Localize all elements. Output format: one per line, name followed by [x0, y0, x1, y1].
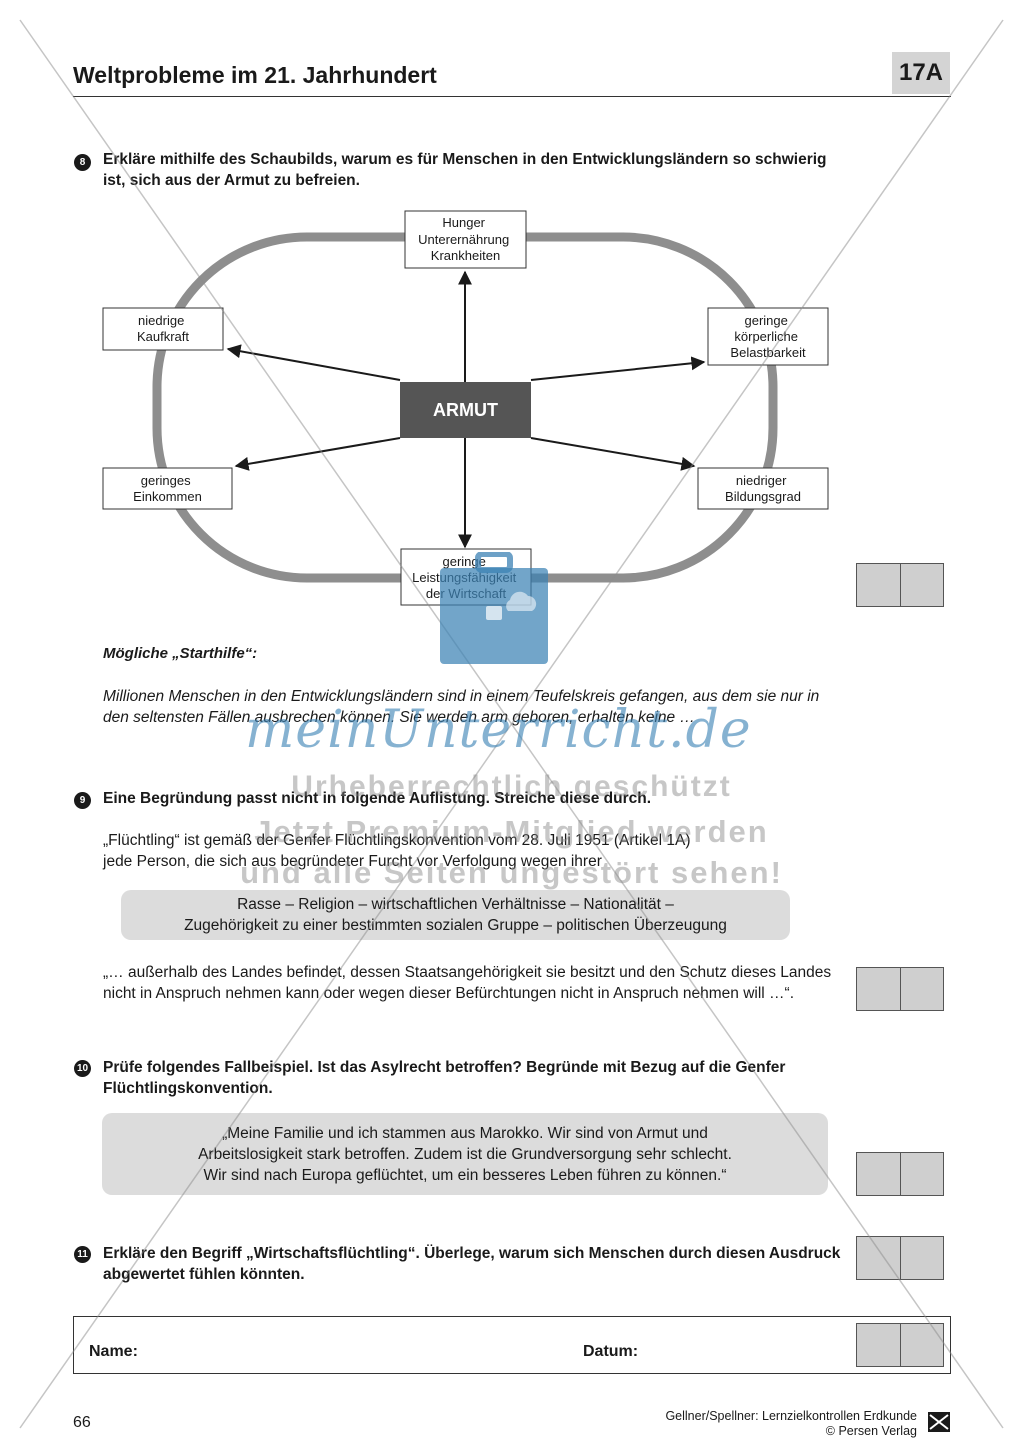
task-11-number: 11 [74, 1246, 91, 1263]
task-10-number: 10 [74, 1060, 91, 1077]
box-right-bottom-line-1: niedriger [736, 473, 787, 488]
sheet-id-badge: 17A [892, 52, 950, 94]
svg-text:geringes Einkommen: geringes Einkommen [133, 473, 202, 504]
date-label: Datum: [583, 1343, 639, 1360]
svg-text:niedriger Bildungsgrad: niedriger Bildungsgrad [725, 473, 801, 504]
box-right-top-line-3: Belastbarkeit [730, 345, 806, 360]
score-box-task-8[interactable] [856, 563, 944, 607]
credit-line-1: Gellner/Spellner: Lernzielkontrollen Erd… [665, 1409, 917, 1423]
score-box-task-9[interactable] [856, 967, 944, 1011]
box-left-top-line-1: niedrige [138, 313, 184, 328]
briefcase-cloud-icon [440, 552, 548, 664]
page-title: Weltprobleme im 21. Jahrhundert [73, 62, 437, 88]
case-example-box: „Meine Familie und ich stammen aus Marok… [102, 1113, 828, 1195]
arrow-left-top [226, 344, 401, 381]
box-top-line-2: Unterernährung [418, 232, 509, 247]
credits: Gellner/Spellner: Lernzielkontrollen Erd… [665, 1409, 917, 1439]
task-8-text: Erkläre mithilfe des Schaubilds, warum e… [103, 151, 827, 189]
task-10-text: Prüfe folgendes Fallbeispiel. Ist das As… [103, 1059, 786, 1097]
center-label: ARMUT [433, 400, 498, 420]
refugee-definition-continuation: „… außerhalb des Landes befindet, dessen… [103, 964, 832, 1002]
box-right-bottom-line-2: Bildungsgrad [725, 489, 801, 504]
watermark-line-3: und alle Seiten ungestört sehen! [240, 855, 783, 890]
case-line-2: Arbeitslosigkeit stark betroffen. Zudem … [198, 1145, 732, 1163]
date-field[interactable] [648, 1340, 838, 1364]
watermark-brand: meinUnterricht.de [245, 700, 752, 760]
box-left-bottom-line-2: Einkommen [133, 489, 202, 504]
task-8-number: 8 [74, 154, 91, 171]
publisher-logo-icon [928, 1412, 950, 1432]
grounds-list-box: Rasse – Religion – wirtschaftlichen Verh… [121, 890, 790, 940]
grounds-list-line-2: Zugehörigkeit zu einer bestimmten sozial… [184, 917, 727, 934]
name-label: Name: [89, 1343, 138, 1360]
arrow-right-bottom [530, 437, 696, 471]
score-box-task-10[interactable] [856, 1152, 944, 1196]
credit-line-2: © Persen Verlag [825, 1424, 917, 1438]
page-number: 66 [73, 1414, 91, 1431]
svg-text:niedrige Kaufkraft: niedrige Kaufkraft [137, 313, 189, 344]
case-line-1: „Meine Familie und ich stammen aus Marok… [222, 1124, 708, 1142]
box-top-line-1: Hunger [442, 215, 485, 230]
box-right-top-line-2: körperliche [734, 329, 798, 344]
box-left-bottom-line-1: geringes [141, 473, 191, 488]
task-11-text: Erkläre den Begriff „Wirtschaftsflüchtli… [103, 1245, 841, 1283]
case-line-3: Wir sind nach Europa geflüchtet, um ein … [203, 1166, 727, 1184]
header-divider [73, 96, 951, 97]
watermark-line-1: Urheberrechtlich geschützt [291, 770, 732, 803]
arrow-left-bottom [234, 437, 401, 471]
box-right-top-line-1: geringe [745, 313, 788, 328]
starter-heading: Mögliche „Starthilfe“: [103, 645, 258, 662]
name-field[interactable] [142, 1340, 572, 1364]
watermark-line-2: Jetzt Premium-Mitglied werden [254, 814, 769, 849]
box-left-top-line-2: Kaufkraft [137, 329, 189, 344]
box-top-line-3: Krankheiten [431, 248, 500, 263]
grounds-list-line-1: Rasse – Religion – wirtschaftlichen Verh… [237, 896, 674, 913]
score-box-task-11[interactable] [856, 1236, 944, 1280]
arrow-right-top [530, 356, 706, 381]
